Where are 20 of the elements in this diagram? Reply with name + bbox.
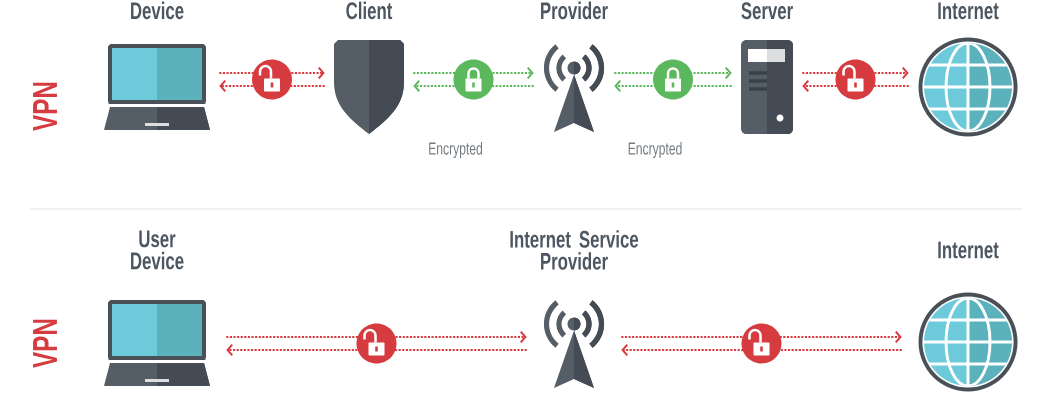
node-label: Internet [938, 241, 999, 259]
arrow [614, 79, 733, 93]
node-label: Device [131, 1, 184, 20]
arrow [219, 79, 326, 93]
node-label: Internet [938, 2, 999, 20]
node-label: Client [346, 1, 393, 20]
arrow [621, 343, 903, 357]
node-label: Provider [541, 1, 608, 20]
arrow [620, 330, 902, 344]
section-label: VPN [33, 82, 57, 131]
arrow [802, 79, 910, 93]
arrow [225, 330, 527, 344]
node-label: User Device [131, 230, 184, 270]
edge-label: Encrypted [628, 141, 682, 159]
arrow [413, 79, 535, 93]
edge-label: Encrypted [429, 141, 483, 159]
node-label: Server [741, 2, 793, 20]
node-label: Internet Service Provider [510, 230, 639, 270]
section-label: VPN [33, 319, 57, 368]
arrow [226, 343, 528, 357]
